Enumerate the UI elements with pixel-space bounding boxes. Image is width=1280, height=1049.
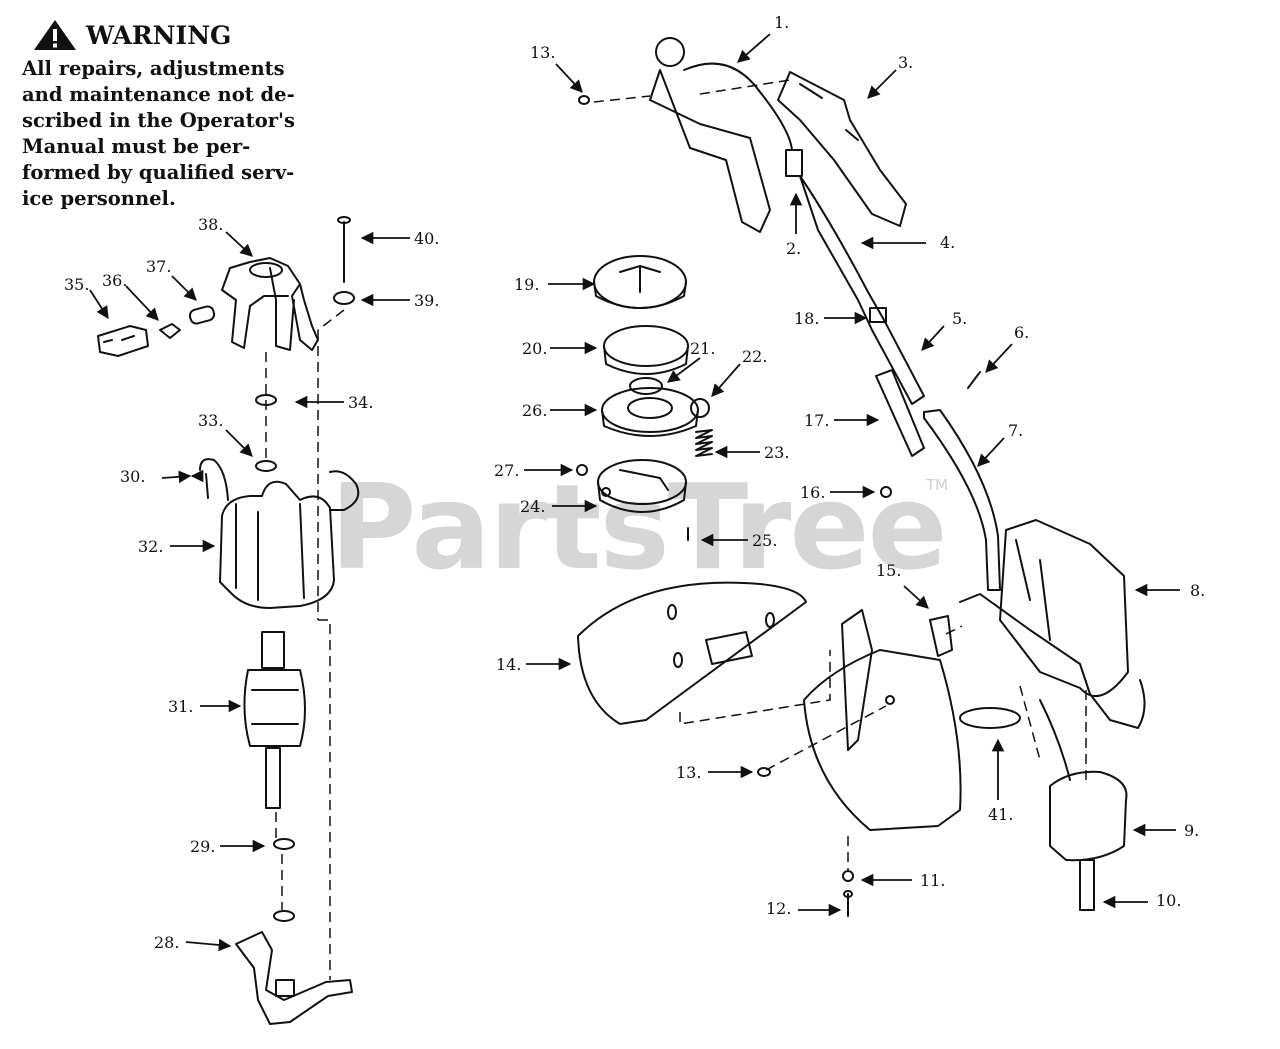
warning-line: formed by qualified serv- [22, 161, 295, 184]
handle-1 [649, 37, 793, 233]
callout-10: 10. [1156, 891, 1181, 910]
callout-25: 25. [752, 531, 777, 550]
callout-31: 31. [168, 697, 193, 716]
partstree-watermark: PartsTree [330, 458, 948, 596]
warning-title: WARNING [86, 20, 232, 50]
callout-11: 11. [920, 871, 945, 890]
warning-line: scribed in the Operator's [22, 109, 295, 132]
callout-5: 5. [952, 309, 967, 328]
callout-36: 36. [102, 271, 127, 290]
callout-arrows [89, 33, 1180, 952]
callout-21: 21. [690, 339, 715, 358]
terminal-35 [97, 325, 149, 357]
motor-9-10 [1039, 699, 1128, 911]
callout-12: 12. [766, 899, 791, 918]
callout-4: 4. [940, 233, 955, 252]
spring-21 [629, 377, 663, 395]
brush-36-37 [159, 305, 216, 339]
warning-line: and maintenance not de- [22, 83, 295, 106]
callout-18: 18. [794, 309, 819, 328]
callout-8: 8. [1190, 581, 1205, 600]
switch-2 [785, 149, 803, 177]
upper-tube-4-5 [799, 175, 925, 405]
callout-6: 6. [1014, 323, 1029, 342]
callout-39: 39. [414, 291, 439, 310]
motor-housing-32 [199, 458, 360, 609]
spool-cover-19 [593, 255, 687, 309]
warning-text: All repairs, adjustments and maintenance… [22, 56, 322, 212]
clip-15 [929, 615, 953, 657]
callout-2: 2. [786, 239, 801, 258]
lower-housing [803, 609, 962, 831]
callout-23: 23. [764, 443, 789, 462]
bump-22 [690, 398, 710, 418]
callout-34: 34. [348, 393, 373, 412]
warning-line: ice personnel. [22, 187, 176, 210]
callout-13-top: 13. [530, 43, 555, 62]
callout-22: 22. [742, 347, 767, 366]
spring-23 [695, 429, 713, 457]
callout-20: 20. [522, 339, 547, 358]
callout-19: 19. [514, 275, 539, 294]
warning-heading: WARNING [32, 18, 231, 52]
callout-41: 41. [988, 805, 1013, 824]
tube-6-7-17 [875, 369, 1001, 591]
handle-half-3 [777, 71, 907, 227]
callout-27: 27. [494, 461, 519, 480]
callout-1: 1. [774, 13, 789, 32]
callout-17: 17. [804, 411, 829, 430]
callout-40: 40. [414, 229, 439, 248]
callout-28: 28. [154, 933, 179, 952]
callout-30: 30. [120, 467, 145, 486]
callout-14: 14. [496, 655, 521, 674]
callout-16: 16. [800, 483, 825, 502]
callout-15: 15. [876, 561, 901, 580]
callout-38: 38. [198, 215, 223, 234]
guard-14 [577, 581, 807, 725]
screw-40 [333, 216, 355, 305]
trademark-mark: TM [926, 476, 949, 494]
callout-29: 29. [190, 837, 215, 856]
callout-33: 33. [198, 411, 223, 430]
warning-line: All repairs, adjustments [22, 57, 285, 80]
washer-29 [273, 838, 295, 922]
screws-11-12-13-16-27 [576, 95, 892, 917]
spool-26 [601, 387, 699, 437]
callout-labels: 1. 2. 3. 4. 5. 6. 7. 8. 9. 10. 11. 12. 1… [64, 13, 1205, 952]
ring-41 [959, 707, 1021, 729]
callout-3: 3. [898, 53, 913, 72]
callout-7: 7. [1008, 421, 1023, 440]
callout-37: 37. [146, 257, 171, 276]
hub-24 [597, 459, 687, 513]
warning-line: Manual must be per- [22, 135, 251, 158]
callout-35: 35. [64, 275, 89, 294]
housing-8 [959, 519, 1146, 729]
warning-triangle-icon [34, 20, 76, 50]
callout-32: 32. [138, 537, 163, 556]
callout-9: 9. [1184, 821, 1199, 840]
motor-brush-holder-38 [221, 257, 319, 351]
callout-24: 24. [520, 497, 545, 516]
callout-26: 26. [522, 401, 547, 420]
spool-20 [603, 325, 689, 375]
armature-31 [243, 631, 306, 809]
alignment-lines [265, 79, 1087, 980]
bracket-28 [235, 931, 353, 1025]
callout-13-bottom: 13. [676, 763, 701, 782]
